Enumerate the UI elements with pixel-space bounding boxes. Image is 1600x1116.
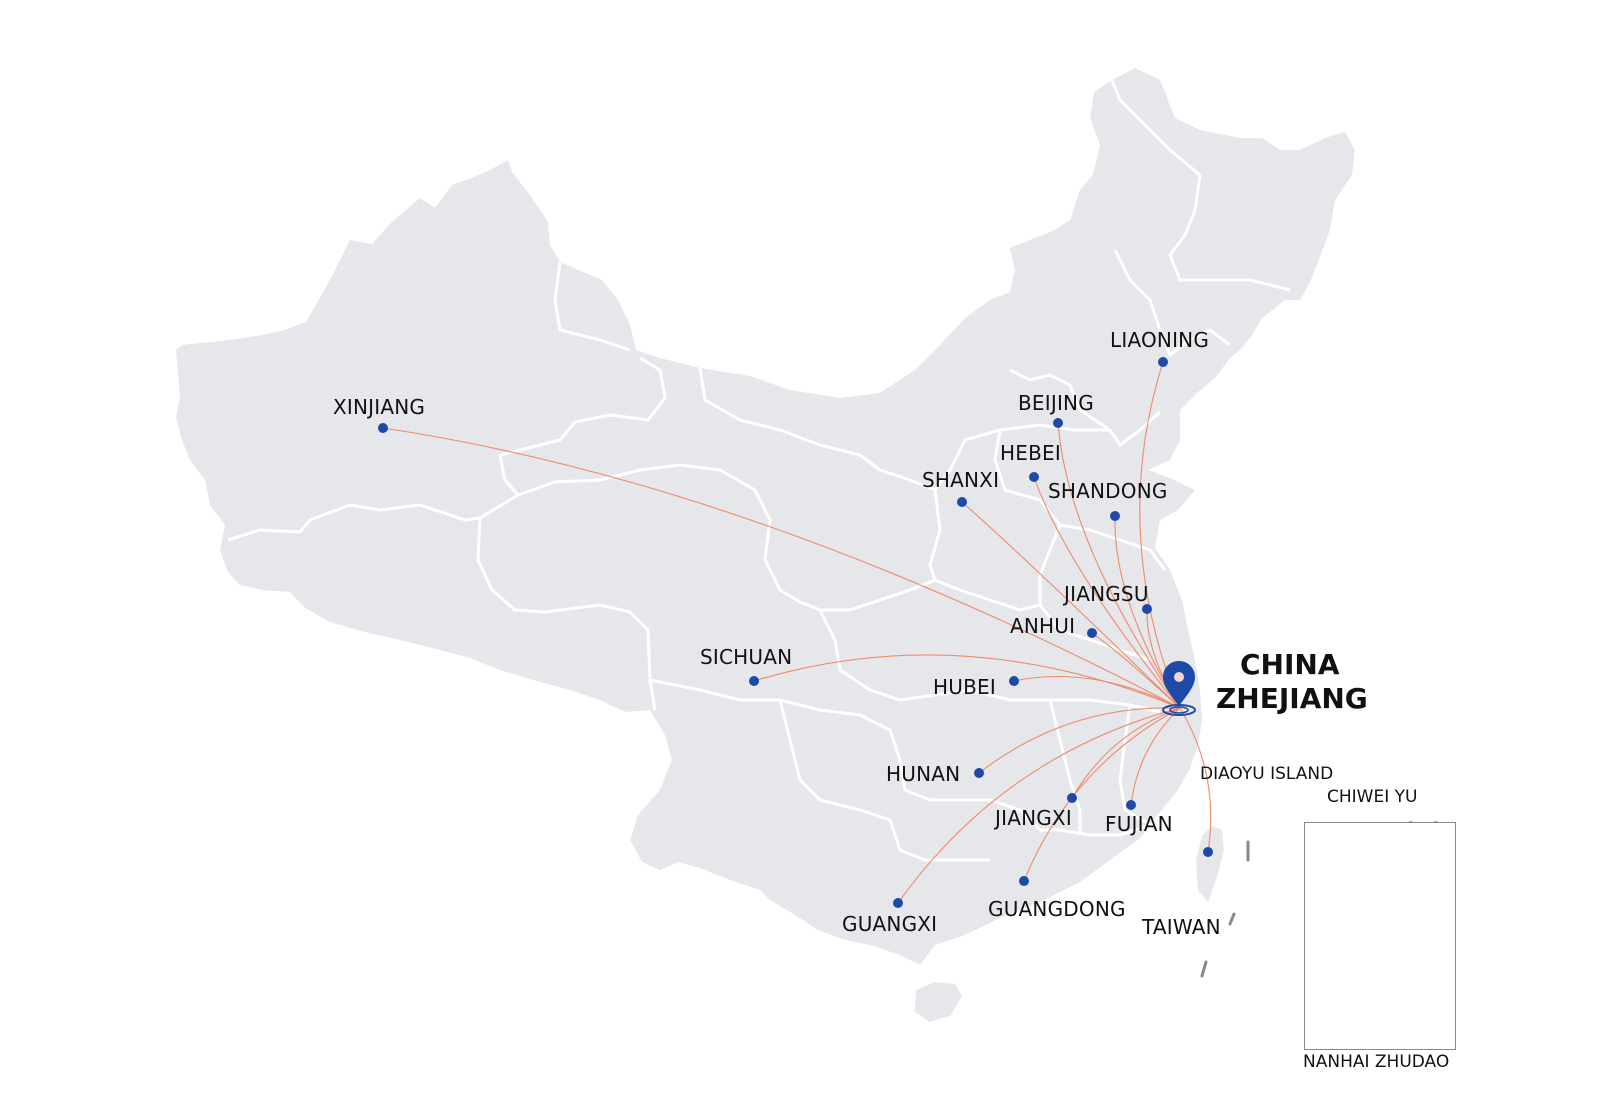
route-hebei bbox=[1033, 476, 1181, 709]
route-fujian bbox=[1130, 707, 1181, 806]
label-hubei: HUBEI bbox=[933, 675, 996, 699]
route-hunan bbox=[978, 707, 1181, 774]
label-taiwan: TAIWAN bbox=[1142, 915, 1221, 939]
point-hubei bbox=[1009, 676, 1019, 686]
label-guangdong: GUANGDONG bbox=[988, 897, 1126, 921]
title-line-2: ZHEJIANG bbox=[1216, 682, 1368, 715]
point-hebei bbox=[1029, 472, 1039, 482]
point-jiangxi bbox=[1067, 793, 1077, 803]
label-jiangxi: JIANGXI bbox=[995, 806, 1072, 830]
route-hubei bbox=[1013, 675, 1181, 709]
point-anhui bbox=[1087, 628, 1097, 638]
label-sichuan: SICHUAN bbox=[700, 645, 793, 669]
route-sichuan bbox=[753, 654, 1181, 709]
label-liaoning: LIAONING bbox=[1110, 328, 1210, 352]
route-shanxi bbox=[961, 501, 1181, 709]
point-jiangsu bbox=[1142, 604, 1152, 614]
map-title: CHINA ZHEJIANG bbox=[1216, 648, 1368, 716]
point-guangxi bbox=[893, 898, 903, 908]
route-xinjiang bbox=[382, 427, 1181, 709]
destination-points bbox=[378, 357, 1213, 908]
label-hebei: HEBEI bbox=[1000, 441, 1061, 465]
point-shanxi bbox=[957, 497, 967, 507]
label-fujian: FUJIAN bbox=[1105, 812, 1173, 836]
title-line-1: CHINA bbox=[1240, 648, 1340, 681]
province-borders bbox=[227, 79, 1291, 862]
point-fujian bbox=[1126, 800, 1136, 810]
label-hunan: HUNAN bbox=[886, 762, 961, 786]
route-jiangxi bbox=[1071, 707, 1181, 799]
point-xinjiang bbox=[378, 423, 388, 433]
route-guangdong bbox=[1023, 707, 1181, 882]
label-jiangsu: JIANGSU bbox=[1064, 582, 1149, 606]
route-anhui bbox=[1091, 632, 1181, 709]
point-liaoning bbox=[1158, 357, 1168, 367]
label-guangxi: GUANGXI bbox=[842, 912, 938, 936]
annotation-diaoyu-island: DIAOYU ISLAND bbox=[1200, 764, 1334, 784]
annotation-chiwei-yu: CHIWEI YU bbox=[1327, 787, 1418, 807]
label-shandong: SHANDONG bbox=[1048, 479, 1168, 503]
map-pin-icon bbox=[1162, 661, 1196, 716]
label-shanxi: SHANXI bbox=[922, 468, 1000, 492]
point-sichuan bbox=[749, 676, 759, 686]
point-beijing bbox=[1053, 418, 1063, 428]
route-taiwan bbox=[1179, 707, 1212, 853]
route-beijing bbox=[1057, 422, 1181, 709]
route-lines bbox=[382, 361, 1212, 904]
route-liaoning bbox=[1139, 361, 1181, 709]
point-hunan bbox=[974, 768, 984, 778]
label-anhui: ANHUI bbox=[1010, 614, 1076, 638]
nanhai-inset-frame bbox=[1304, 822, 1456, 1050]
label-beijing: BEIJING bbox=[1018, 391, 1094, 415]
route-guangxi bbox=[897, 707, 1181, 904]
annotation-nanhai-zhudao: NANHAI ZHUDAO bbox=[1303, 1052, 1450, 1072]
point-shandong bbox=[1110, 511, 1120, 521]
label-xinjiang: XINJIANG bbox=[333, 395, 426, 419]
point-guangdong bbox=[1019, 876, 1029, 886]
point-taiwan bbox=[1203, 847, 1213, 857]
